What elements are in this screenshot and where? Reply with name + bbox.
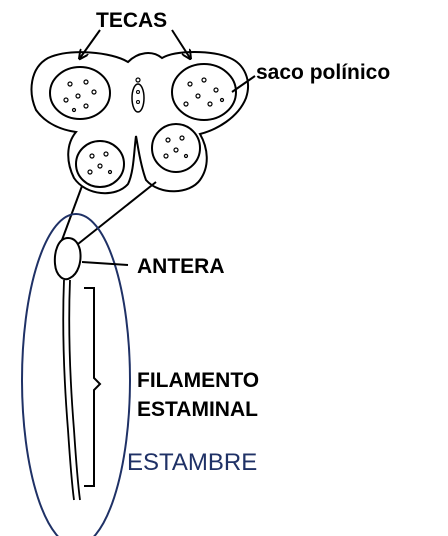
filament-left-edge	[62, 279, 75, 501]
pollen-sac-bottom-left	[75, 140, 125, 188]
pollen-sac-top-right	[171, 63, 237, 121]
tecas-arrow-left	[80, 29, 101, 58]
saco-polinico-pointer	[231, 75, 256, 93]
filament-right-edge	[68, 279, 81, 501]
filamento-label-line2: ESTAMINAL	[137, 398, 258, 421]
pollen-sac-bottom-right	[151, 123, 201, 173]
anther-outline	[30, 51, 249, 195]
zoom-line-right	[77, 181, 157, 245]
connective-bundle	[131, 77, 145, 113]
estambre-outline	[21, 213, 131, 536]
filament-bracket	[84, 287, 102, 487]
antera-pointer	[81, 261, 129, 266]
tecas-arrow-right	[171, 29, 190, 58]
pollen-sac-top-left	[49, 66, 111, 120]
estambre-label: ESTAMBRE	[127, 449, 258, 476]
saco-polinico-label: saco polínico	[256, 61, 391, 84]
filamento-label-line1: FILAMENTO	[137, 369, 260, 392]
tecas-label: TECAS	[96, 9, 168, 32]
small-anther	[53, 236, 82, 281]
antera-label: ANTERA	[137, 255, 225, 278]
anther-cross-section	[30, 51, 249, 195]
zoom-line-left	[61, 185, 83, 241]
